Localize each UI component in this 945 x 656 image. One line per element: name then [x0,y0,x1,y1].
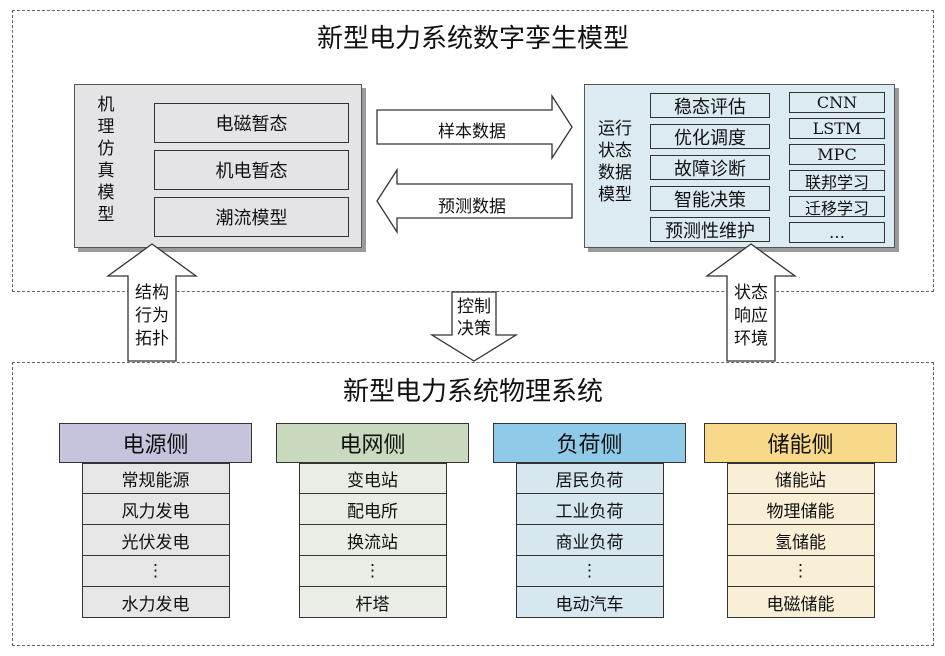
task-item-0: 稳态评估 [650,93,770,118]
column-3-item-0: 储能站 [726,463,875,494]
mech-item-2: 潮流模型 [154,197,349,237]
column-header-3: 储能侧 [704,423,897,463]
column-0-item-0: 常规能源 [81,463,230,494]
column-2-item-3: ⋮ [515,556,664,587]
task-item-4: 预测性维护 [650,217,770,242]
predict-data-label: 预测数据 [438,197,506,217]
column-0-item-1: 风力发电 [81,494,230,525]
task-item-2: 故障诊断 [650,155,770,180]
task-item-3: 智能决策 [650,186,770,211]
physical-system-title: 新型电力系统物理系统 [342,377,603,407]
column-2-item-2: 商业负荷 [515,525,664,556]
digital-twin-title: 新型电力系统数字孪生模型 [316,24,629,54]
column-header-2: 负荷侧 [493,423,686,463]
mech-item-1: 机电暂态 [154,150,349,190]
column-2-item-0: 居民负荷 [515,463,664,494]
structure-up-label: 结构 行为 拓扑 [135,283,169,349]
task-item-1: 优化调度 [650,124,770,149]
physical-system-section [12,362,934,646]
column-header-1: 电网侧 [276,423,469,463]
column-3-item-4: 电磁储能 [726,587,875,618]
method-item-0: CNN [789,92,885,113]
sample-data-label: 样本数据 [438,122,506,142]
method-item-1: LSTM [789,118,885,139]
column-header-0: 电源侧 [59,423,252,463]
column-0-item-2: 光伏发电 [81,525,230,556]
column-2-item-1: 工业负荷 [515,494,664,525]
column-1-item-0: 变电站 [298,463,447,494]
column-3-item-1: 物理储能 [726,494,875,525]
column-1-item-2: 换流站 [298,525,447,556]
method-item-4: 迁移学习 [789,196,885,218]
column-0-item-3: ⋮ [81,556,230,587]
column-1-item-1: 配电所 [298,494,447,525]
column-1-item-4: 杆塔 [298,587,447,618]
method-item-5: … [789,222,885,243]
method-item-3: 联邦学习 [789,170,885,192]
mech-item-0: 电磁暂态 [154,103,349,143]
state-up-label: 状态 响应 环境 [734,283,768,349]
mechanism-model-label: 机理仿真模型 [97,95,115,225]
method-item-2: MPC [789,144,885,165]
control-down-label: 控制 决策 [457,297,491,339]
column-3-item-2: 氢储能 [726,525,875,556]
column-1-item-3: ⋮ [298,556,447,587]
column-0-item-4: 水力发电 [81,587,230,618]
data-model-label: 运行 状态 数据 模型 [598,119,632,205]
column-3-item-3: ⋮ [726,556,875,587]
column-2-item-4: 电动汽车 [515,587,664,618]
